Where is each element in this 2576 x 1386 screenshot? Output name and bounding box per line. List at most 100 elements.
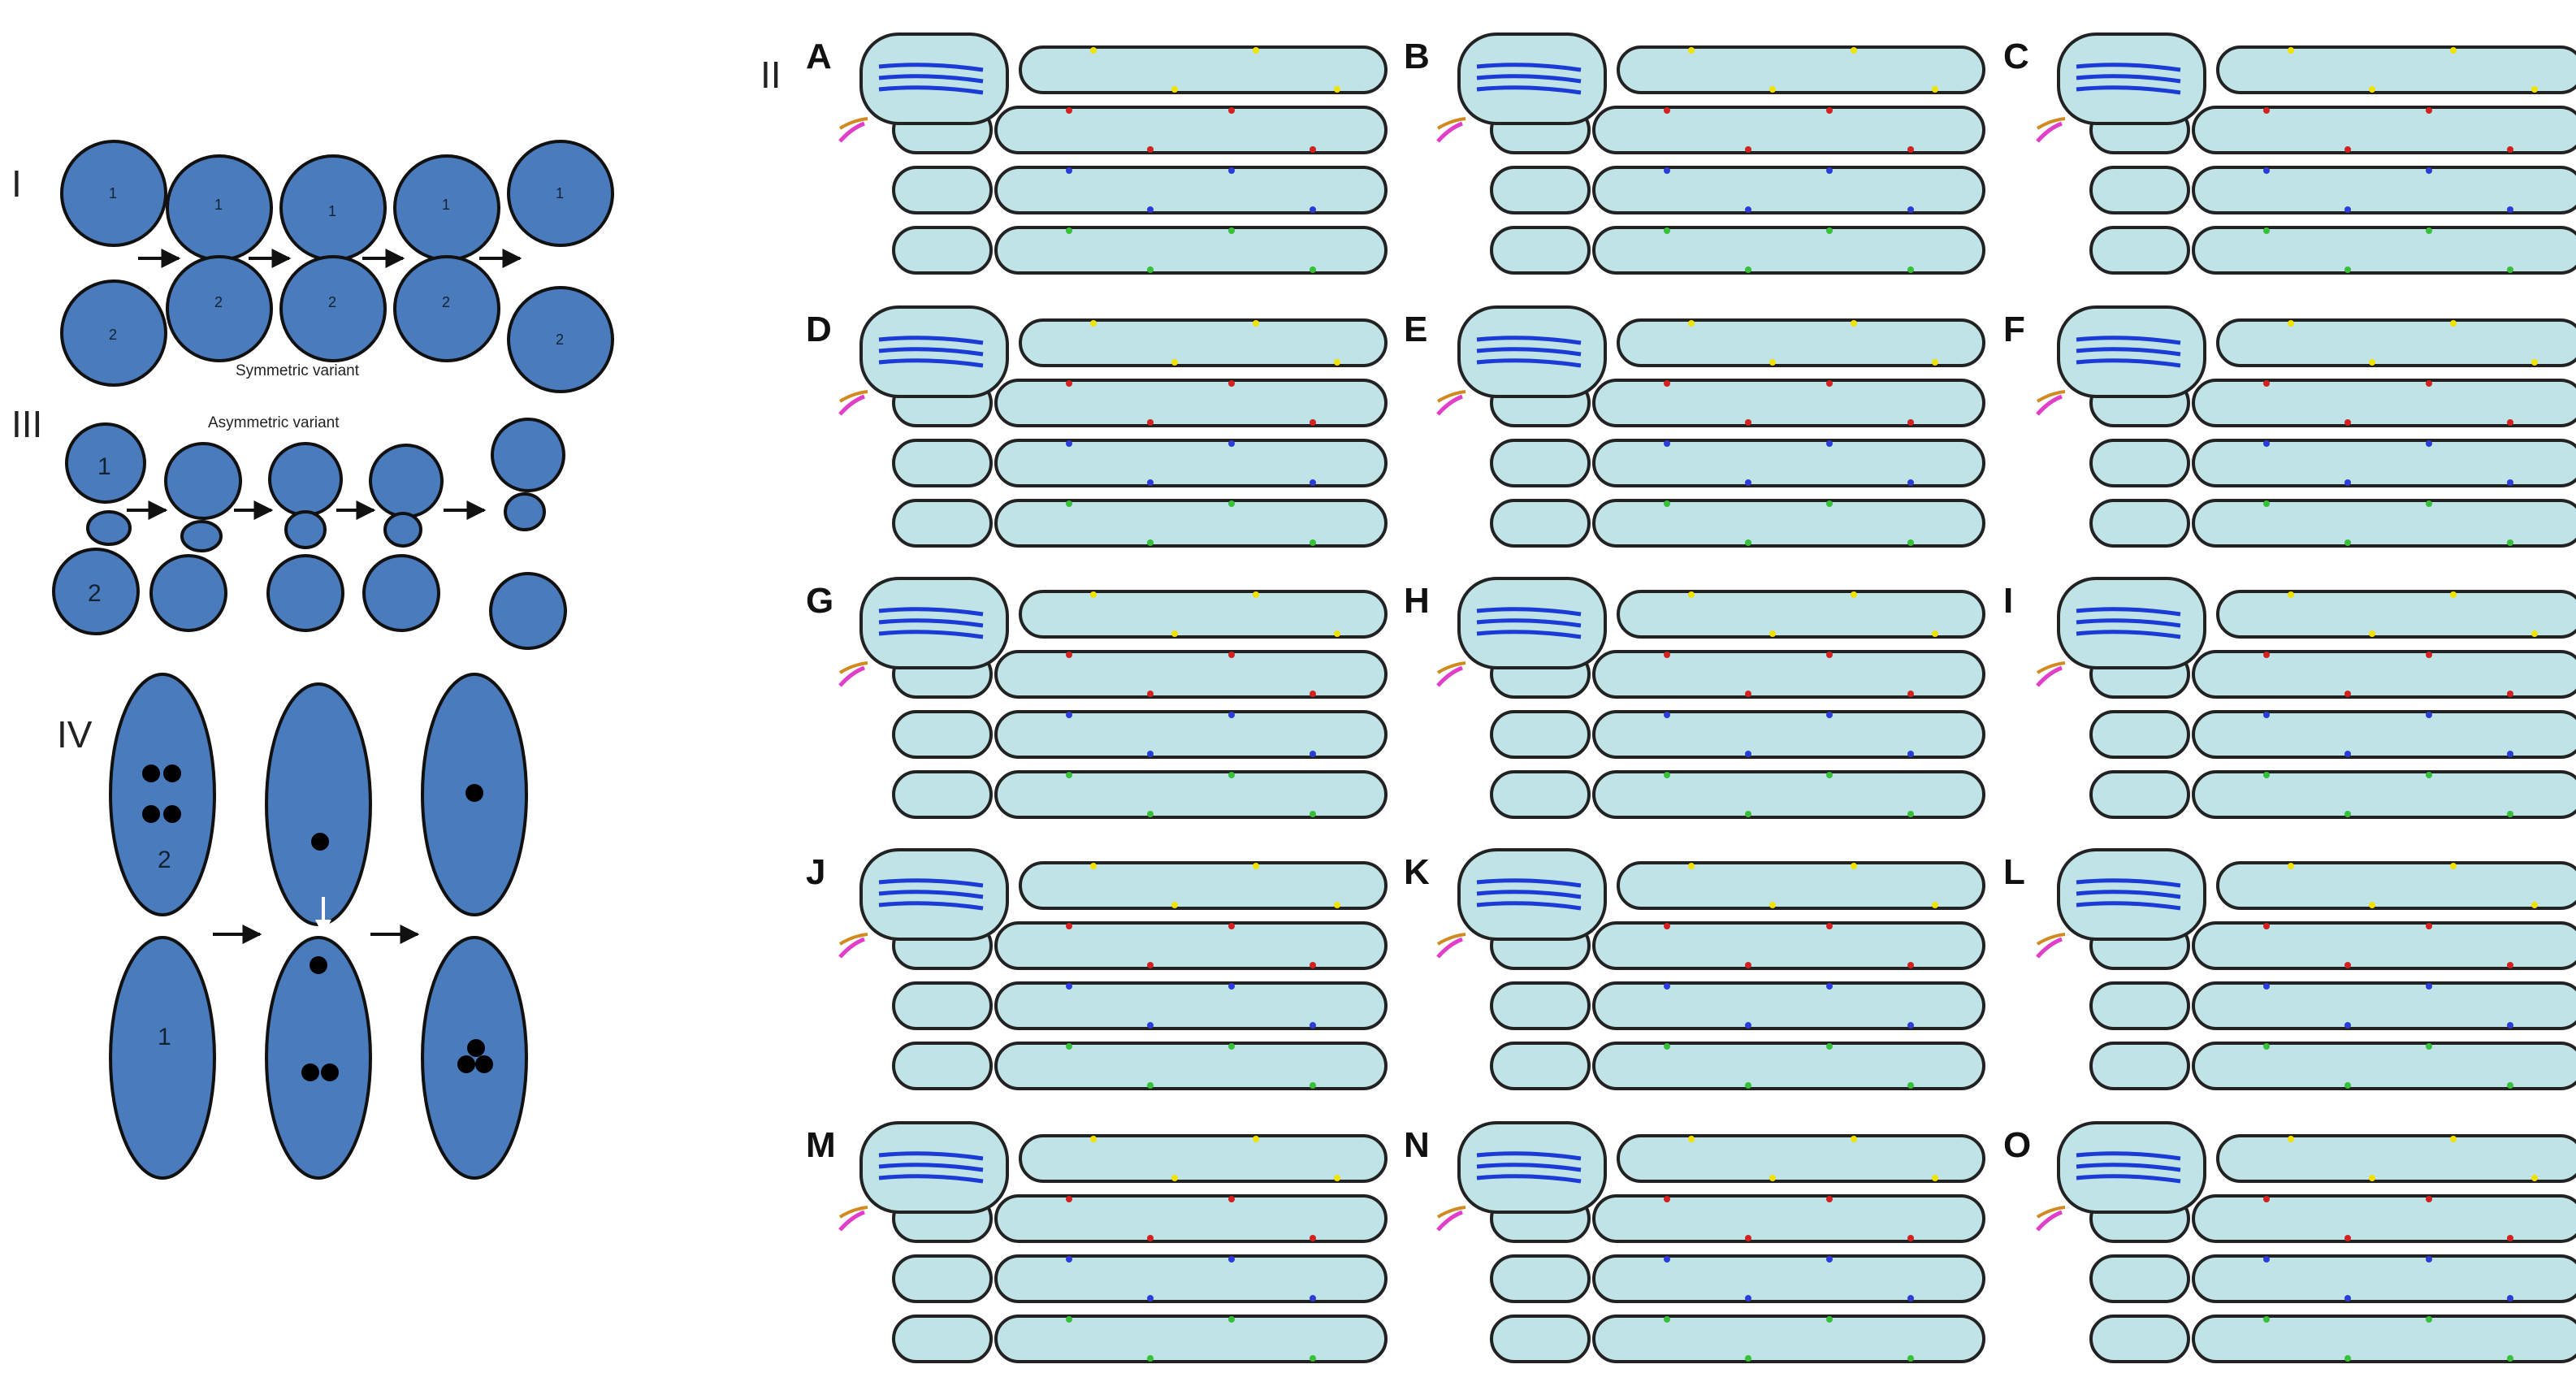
- swollen-cell: [1457, 1121, 1607, 1214]
- surface-marker: [1745, 751, 1751, 757]
- pilus: [2036, 661, 2066, 674]
- surface-marker: [1664, 652, 1670, 658]
- surface-marker: [2263, 167, 2270, 174]
- surface-marker: [1826, 1256, 1833, 1263]
- surface-marker: [1310, 266, 1316, 273]
- surface-marker: [1171, 630, 1178, 637]
- bud: [284, 510, 327, 549]
- cell-number: 2: [88, 580, 102, 607]
- surface-marker: [2426, 652, 2432, 658]
- surface-marker: [1228, 1196, 1235, 1202]
- partner-cell: [266, 554, 344, 632]
- surface-marker: [2507, 962, 2513, 968]
- nucleoid-line: [2076, 607, 2181, 617]
- surface-marker: [1745, 1355, 1751, 1362]
- surface-marker: [2426, 772, 2432, 778]
- nucleoid-line: [1476, 901, 1582, 911]
- section-label-IV: IV: [57, 713, 93, 756]
- rod-cell: [1592, 439, 1985, 487]
- surface-marker: [1826, 772, 1833, 778]
- surface-marker: [2344, 751, 2351, 757]
- rod-cell: [2192, 1315, 2576, 1363]
- surface-marker: [1907, 1295, 1914, 1302]
- surface-marker: [2369, 630, 2375, 637]
- surface-marker: [1826, 712, 1833, 718]
- panel-letter: H: [1404, 581, 1430, 621]
- rod-end-compartment: [2089, 981, 2190, 1030]
- panel-l: L: [2003, 848, 2576, 1090]
- surface-marker: [1907, 962, 1914, 968]
- surface-marker: [1769, 86, 1776, 93]
- cell-2-initial: [109, 673, 216, 916]
- rod-cell: [2192, 921, 2576, 970]
- rod-cell: [1617, 45, 1985, 94]
- surface-marker: [1907, 146, 1914, 153]
- panel-k: K: [1404, 848, 1985, 1090]
- surface-marker: [1826, 227, 1833, 234]
- rod-end-compartment: [1490, 1315, 1591, 1363]
- cell-number: 1: [214, 197, 223, 213]
- cell-2-step1: [166, 255, 273, 362]
- mother-cell: [491, 418, 565, 492]
- surface-marker: [1664, 772, 1670, 778]
- pilus: [1436, 394, 1463, 416]
- surface-marker: [1310, 1022, 1316, 1029]
- pilus: [838, 394, 865, 416]
- nucleoid-line: [2076, 1163, 2181, 1172]
- pilus: [1436, 390, 1466, 403]
- surface-marker: [1228, 167, 1235, 174]
- surface-marker: [1310, 206, 1316, 213]
- rod-end-compartment: [1490, 1042, 1591, 1090]
- surface-marker: [1310, 539, 1316, 546]
- surface-marker: [2344, 1022, 2351, 1029]
- surface-marker: [1664, 923, 1670, 929]
- surface-marker: [2344, 811, 2351, 817]
- surface-marker: [2426, 1316, 2432, 1323]
- surface-marker: [1664, 500, 1670, 507]
- swollen-cell: [859, 1121, 1009, 1214]
- surface-marker: [1907, 206, 1914, 213]
- rod-cell: [2192, 770, 2576, 819]
- rod-cell: [1592, 499, 1985, 548]
- pilus: [2036, 117, 2066, 130]
- surface-marker: [1228, 500, 1235, 507]
- nucleoid-line: [1476, 74, 1582, 84]
- surface-marker: [2369, 1175, 2375, 1181]
- panel-letter: O: [2003, 1125, 2031, 1165]
- swollen-cell: [2057, 305, 2206, 398]
- rod-end-compartment: [892, 1315, 993, 1363]
- pilus: [2036, 937, 2063, 959]
- surface-marker: [2263, 440, 2270, 447]
- surface-marker: [1253, 320, 1259, 327]
- rod-cell: [1592, 1194, 1985, 1243]
- nucleoid-line: [1476, 618, 1582, 628]
- nucleoid-line: [1476, 1151, 1582, 1161]
- surface-marker: [2263, 652, 2270, 658]
- rod-end-compartment: [892, 1254, 993, 1303]
- nucleus-dot: [467, 1039, 485, 1057]
- nucleoid-line: [1476, 358, 1582, 368]
- surface-marker: [1066, 772, 1072, 778]
- pilus: [838, 117, 868, 130]
- cell-1-final: [507, 140, 614, 247]
- surface-marker: [1066, 107, 1072, 114]
- surface-marker: [1826, 1316, 1833, 1323]
- surface-marker: [1066, 983, 1072, 990]
- panel-j: J: [806, 848, 1388, 1090]
- surface-marker: [1228, 1256, 1235, 1263]
- surface-marker: [1090, 1136, 1097, 1142]
- surface-marker: [2263, 1043, 2270, 1050]
- panel-letter: B: [1404, 37, 1430, 76]
- surface-marker: [1769, 902, 1776, 908]
- nucleoid-line: [2076, 618, 2181, 628]
- cell-2-step3: [393, 255, 500, 362]
- panel-letter: M: [806, 1125, 836, 1165]
- swollen-cell: [859, 305, 1009, 398]
- rod-cell: [994, 1042, 1388, 1090]
- surface-marker: [2507, 146, 2513, 153]
- surface-marker: [2344, 146, 2351, 153]
- surface-marker: [2344, 1235, 2351, 1241]
- nucleoid-line: [2076, 63, 2181, 72]
